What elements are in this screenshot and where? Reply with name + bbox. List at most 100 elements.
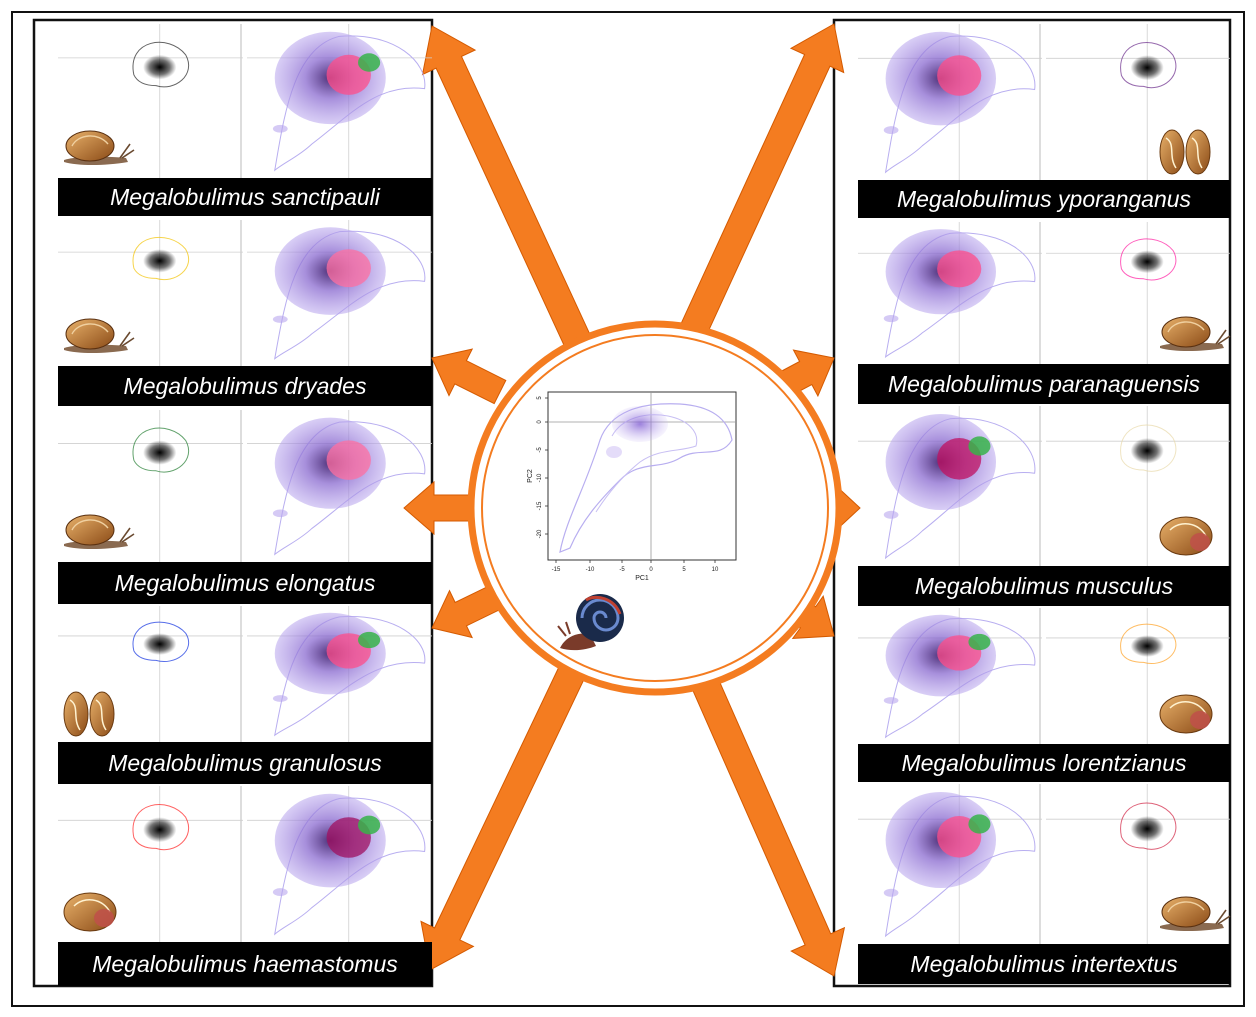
- central-density: [612, 406, 668, 442]
- density-blob: [883, 315, 899, 323]
- density-blob: [883, 697, 899, 704]
- arrow-to-intertextus: [686, 665, 846, 977]
- arrow-to-granulosus: [431, 585, 501, 639]
- central-density-tail: [606, 446, 622, 458]
- central-x-tick-label: -10: [586, 567, 595, 573]
- central-x-tick-label: -15: [552, 567, 561, 573]
- species-contour: [1120, 623, 1177, 664]
- density-blob: [272, 888, 288, 896]
- species-density: [1130, 438, 1164, 464]
- shell-icon: [63, 892, 117, 932]
- species-name-label: Megalobulimus granulosus: [108, 750, 382, 776]
- density-blob: [272, 124, 288, 133]
- species-contour: [132, 804, 190, 851]
- species-contour: [132, 41, 190, 88]
- species-contour: [1120, 424, 1177, 472]
- species-label-bar: [858, 744, 1230, 782]
- species-panel: Megalobulimus granulosus: [58, 606, 432, 784]
- species-name-label: Megalobulimus elongatus: [115, 570, 376, 596]
- species-contour: [132, 621, 190, 662]
- central-x-tick-label: 10: [712, 567, 719, 573]
- species-label-bar: [58, 366, 432, 406]
- species-name-label: Megalobulimus musculus: [915, 573, 1174, 599]
- species-density: [1130, 55, 1164, 81]
- overlap-extra: [358, 53, 381, 72]
- snail-crawling-icon: [64, 318, 135, 353]
- snail-crawling-icon: [64, 130, 135, 165]
- species-panel: Megalobulimus musculus: [858, 406, 1230, 606]
- species-contour: [132, 236, 190, 281]
- species-name-label: Megalobulimus dryades: [124, 373, 367, 399]
- species-contour: [1120, 802, 1177, 850]
- overlap-extra: [968, 814, 991, 834]
- arrow-to-dryades: [431, 348, 507, 405]
- arrow-to-sanctipauli: [421, 25, 592, 349]
- species-name-label: Megalobulimus intertextus: [910, 951, 1178, 977]
- snail-crawling-icon: [64, 514, 135, 549]
- shell-pair-icon: [1159, 129, 1211, 175]
- species-density: [143, 249, 177, 273]
- snail-crawling-icon: [1160, 316, 1231, 351]
- species-density: [143, 54, 177, 80]
- species-density: [143, 817, 177, 843]
- species-panel: Megalobulimus paranaguensis: [858, 222, 1231, 404]
- species-name-label: Megalobulimus lorentzianus: [901, 750, 1187, 776]
- density-blob: [272, 509, 288, 518]
- species-panel: Megalobulimus dryades: [58, 220, 432, 406]
- species-panel: Megalobulimus haemastomus: [58, 786, 432, 986]
- central-x-tick-label: 0: [649, 567, 653, 573]
- shell-icon: [1159, 694, 1213, 734]
- species-panel: Megalobulimus sanctipauli: [58, 24, 432, 216]
- overlap-extra: [968, 436, 991, 456]
- species-density: [1130, 250, 1164, 274]
- species-overlap: [937, 250, 982, 288]
- species-overlap: [937, 55, 982, 96]
- shell-pair-icon: [63, 691, 115, 737]
- species-panel: Megalobulimus yporanganus: [858, 24, 1230, 218]
- density-blob: [883, 510, 899, 519]
- species-name-label: Megalobulimus paranaguensis: [888, 371, 1200, 397]
- species-label-bar: [58, 942, 432, 986]
- species-panel: Megalobulimus intertextus: [858, 784, 1231, 984]
- central-y-tick-label: 0: [537, 420, 543, 424]
- arrow-to-haemastomus: [420, 665, 586, 971]
- species-density: [1130, 816, 1164, 842]
- density-blob: [883, 126, 899, 134]
- central-x-tick-label: -5: [619, 567, 625, 573]
- overlap-extra: [968, 633, 991, 651]
- density-blob: [883, 888, 899, 897]
- central-y-label: PC2: [527, 469, 534, 483]
- density-blob: [272, 695, 288, 702]
- species-name-label: Megalobulimus yporanganus: [897, 186, 1192, 212]
- species-contour: [1120, 42, 1177, 89]
- arrows-group: [403, 23, 861, 977]
- central-y-tick-label: -15: [537, 501, 543, 510]
- central-y-tick-label: -20: [537, 529, 543, 538]
- central-x-tick-label: 5: [682, 567, 686, 573]
- snail-crawling-icon: [1160, 896, 1231, 931]
- central-y-tick-label: 5: [537, 396, 543, 400]
- species-overlap: [326, 440, 371, 480]
- species-panel: Megalobulimus lorentzianus: [858, 608, 1230, 782]
- species-density: [143, 633, 177, 655]
- shell-icon: [1159, 516, 1213, 556]
- central-snail-icon: [557, 594, 624, 651]
- central-y-tick-label: -5: [537, 447, 543, 453]
- species-label-bar: [58, 742, 432, 784]
- species-contour: [1120, 238, 1177, 281]
- species-label-bar: [858, 566, 1230, 606]
- central-x-label: PC1: [635, 575, 649, 582]
- species-overlap: [326, 249, 371, 288]
- species-name-label: Megalobulimus haemastomus: [92, 951, 398, 977]
- species-density: [143, 440, 177, 465]
- species-contour: [132, 427, 190, 473]
- overlap-extra: [358, 631, 381, 649]
- species-label-bar: [58, 562, 432, 604]
- species-label-bar: [858, 180, 1230, 218]
- species-label-bar: [58, 178, 432, 216]
- species-density: [1130, 635, 1164, 657]
- species-label-bar: [858, 944, 1230, 984]
